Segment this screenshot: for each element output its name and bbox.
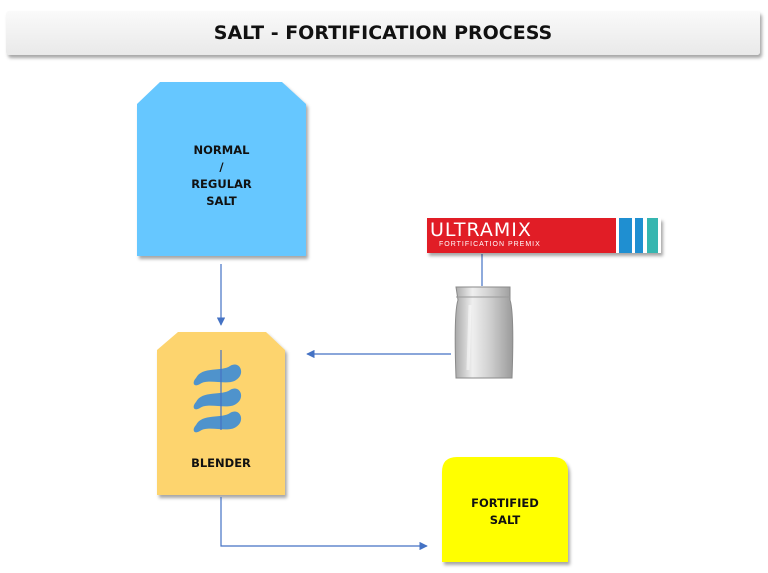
normal-salt-box — [137, 82, 306, 256]
normal-salt-label-line-3: REGULAR — [191, 177, 252, 191]
fortified-salt-box — [442, 457, 568, 562]
foil-pouch-icon — [454, 286, 514, 379]
page-title: SALT - FORTIFICATION PROCESS — [213, 22, 553, 44]
blender-label: BLENDER — [191, 456, 251, 470]
fortified-salt-label-line-1: FORTIFIED — [471, 496, 539, 510]
banner-stripes — [616, 218, 661, 253]
connector-blender-to-fortified — [220, 497, 428, 551]
fortified-salt-label-line-2: SALT — [489, 513, 521, 527]
stripe-blue-1 — [619, 218, 632, 253]
ultramix-tagline: FORTIFICATION PREMIX — [439, 241, 541, 248]
blender-blades-icon — [193, 364, 242, 433]
normal-salt-label-line-2: / — [219, 160, 224, 174]
ultramix-brand: ULTRAMIX — [430, 219, 532, 241]
normal-salt-label-line-1: NORMAL — [193, 143, 250, 157]
ultramix-banner: ULTRAMIX FORTIFICATION PREMIX — [427, 218, 661, 253]
stripe-teal — [647, 218, 658, 253]
normal-salt-label-line-4: SALT — [206, 194, 237, 208]
fortified-salt-label: FORTIFIED SALT — [442, 495, 568, 529]
title-bar: SALT - FORTIFICATION PROCESS — [6, 11, 760, 55]
stripe-blue-2 — [635, 218, 643, 253]
normal-salt-label: NORMAL / REGULAR SALT — [137, 142, 306, 210]
